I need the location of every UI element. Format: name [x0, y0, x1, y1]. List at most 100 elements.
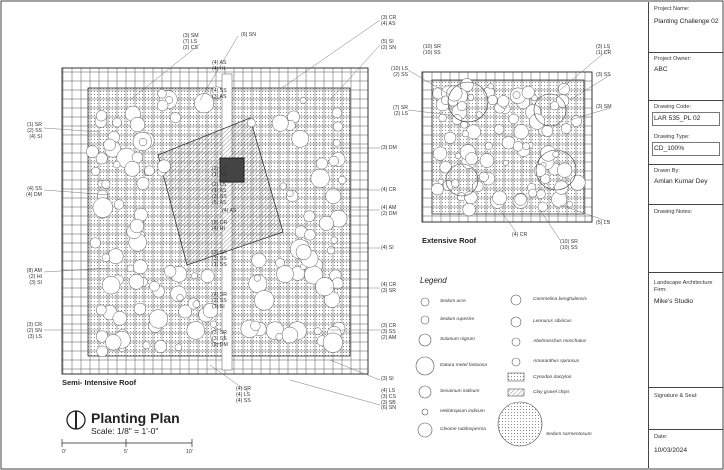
legend-item: Sedum sarmentosum [546, 432, 592, 437]
callout-label: (4) SS(4) DM [26, 186, 42, 198]
callout-label: (3) CR(2) SN(3) LS [26, 322, 42, 340]
plant-symbol [331, 107, 343, 118]
callout-label: (1) SR(2) SS(4) SI [27, 122, 42, 140]
legend-symbols [415, 294, 543, 447]
plant-symbol [502, 160, 509, 166]
project-owner-label: Project Owner: [654, 56, 691, 62]
plant-symbol [163, 265, 177, 278]
plant-symbol [95, 152, 108, 165]
north-arrow-icon [66, 410, 86, 430]
plant-symbol [200, 269, 215, 284]
plant-symbol [492, 190, 507, 206]
callout-label: (2) LS(1) AS(3) SS(5) AS [212, 182, 227, 206]
semi-intensive-roof [61, 67, 369, 375]
plant-symbol [462, 202, 476, 217]
plant-symbol [209, 320, 217, 328]
plant-symbol [497, 95, 510, 108]
signature-label: Signature & Seal: [654, 393, 698, 399]
callout-label: (4) SR(2) SS(1) SI [212, 292, 227, 310]
plant-symbol [328, 155, 339, 167]
plant-symbol [521, 85, 535, 99]
plant-symbol [101, 276, 121, 295]
plant-symbol [192, 300, 200, 308]
plant-symbol [310, 168, 330, 188]
callout-label: (3) LS(1) CR [596, 44, 612, 56]
plant-symbol [464, 190, 478, 205]
plant-symbol [210, 329, 226, 344]
plant-symbol [253, 274, 261, 282]
central-deck [157, 117, 284, 266]
legend-item: Solanum nigrum [440, 337, 475, 342]
plant-symbol [554, 180, 569, 195]
plant-symbol [291, 130, 309, 148]
callout-label: (4) SR(4) LS(4) SS [236, 386, 251, 404]
plant-symbol [101, 253, 111, 262]
plant-symbol [89, 237, 101, 249]
plant-symbol [322, 332, 343, 353]
plant-symbol [124, 160, 141, 177]
legend-item: Leonurus sibiricus [533, 319, 572, 324]
callout-label: (4) AS(4) HI [212, 60, 227, 72]
callout-label: (4) SS(3) AS [212, 88, 227, 100]
plant-symbol [326, 246, 335, 255]
legend-item: Abelmoschus moschatus [533, 339, 587, 344]
drawing-type: CD_100% [654, 145, 685, 152]
plant-symbol [451, 179, 460, 188]
plant-symbol [112, 311, 128, 326]
plant-symbol [528, 188, 538, 198]
plant-symbol [467, 94, 475, 101]
plant-symbol [275, 332, 284, 341]
plant-symbol [96, 345, 108, 358]
plant-symbol [154, 340, 167, 353]
plant-symbol [299, 97, 307, 104]
callout-label: (8) AM(2) HI(3) SI [26, 268, 42, 286]
callout-label: (5) SI(2) SN [381, 39, 396, 51]
drawn-by-label: Drawn By: [654, 168, 680, 174]
plant-symbol [194, 93, 215, 114]
callout-label: (6) SN [381, 405, 396, 411]
plant-symbol [246, 118, 256, 128]
callout-label: (4) CR [512, 232, 528, 238]
semi-plant-symbols [86, 86, 348, 358]
plant-symbol [131, 151, 144, 164]
plant-symbol [557, 162, 573, 178]
callout-label: (3) SI [381, 376, 394, 382]
plant-symbol [271, 114, 289, 132]
callout-label: (7) SR(2) LS [393, 105, 408, 117]
plant-symbol [191, 272, 198, 280]
callout-label: (10) SR(10) SS [423, 44, 441, 56]
plant-symbol [156, 99, 169, 112]
plant-symbol [303, 210, 316, 223]
callout-label: (6) SN [241, 32, 256, 38]
plant-symbol [315, 157, 328, 170]
drawing-notes-label: Drawing Notes: [654, 209, 693, 215]
scale-tick-0: 0' [62, 449, 66, 455]
plant-symbol [558, 83, 570, 95]
drawing-code-label: Drawing Code: [654, 104, 691, 110]
drawn-by: Amlan Kumar Dey [654, 178, 708, 185]
plant-symbol [332, 121, 343, 132]
plant-symbol [103, 138, 116, 152]
callout-label: (10) LS(2) SS [390, 66, 408, 78]
plant-symbol [148, 309, 168, 329]
plan-scale: Scale: 1/8" = 1'-0" [91, 426, 159, 436]
plant-symbol [107, 248, 124, 265]
extensive-roof [421, 71, 593, 223]
drawing-code-box [652, 112, 720, 126]
plant-symbol [142, 341, 151, 350]
plant-symbol [169, 112, 181, 124]
plant-symbol [251, 252, 267, 268]
plant-symbol [431, 182, 444, 196]
plant-symbol [522, 142, 530, 150]
callout-label: (8) CR(4) HI [212, 220, 228, 232]
plant-symbol [186, 321, 205, 340]
legend-item: Commelina benghalensis [533, 297, 587, 302]
plant-symbol [279, 182, 287, 190]
callout-label: (3) SM(7) LS(2) CS [183, 33, 199, 51]
plant-symbol [149, 280, 160, 292]
date-value: 10/03/2024 [654, 447, 688, 454]
plant-symbol [512, 141, 524, 152]
callout-label: (3) SM [596, 104, 612, 110]
plant-symbol [174, 343, 183, 352]
plant-symbol [533, 93, 567, 127]
